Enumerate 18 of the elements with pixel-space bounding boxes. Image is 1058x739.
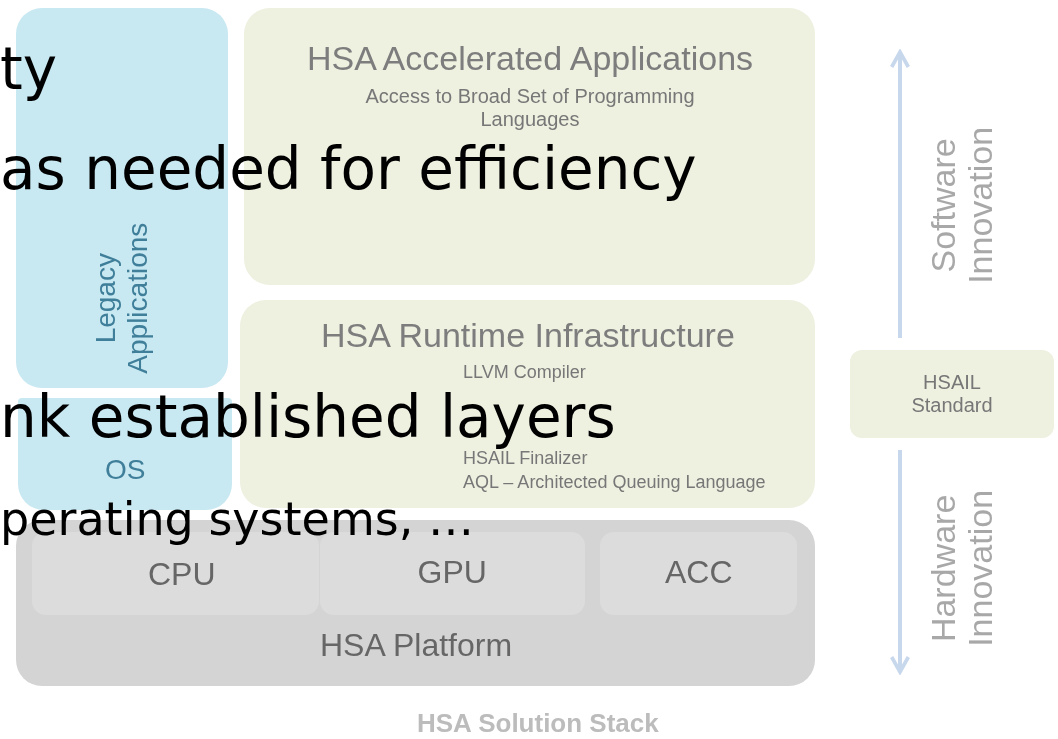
layer-title: HSAIL Standard — [910, 371, 994, 417]
layer-detail: AQL – Architected Queuing Language — [463, 471, 766, 493]
layer-title: OS — [105, 454, 146, 487]
axis-label: Hardware Innovation — [924, 488, 1000, 649]
arrow — [889, 50, 911, 338]
layer-title: HSA Platform — [320, 626, 513, 664]
arrow — [889, 450, 911, 674]
layer-title: HSA Accelerated Applications — [307, 38, 754, 78]
layer-title: HSA Runtime Infrastructure — [321, 315, 735, 355]
standard-box — [850, 350, 1054, 438]
layer-detail: Access to Broad Set of Programming Languages — [364, 85, 696, 131]
caption: HSA Solution Stack — [417, 708, 659, 739]
layer-title: GPU — [417, 553, 487, 591]
axis-label: Software Innovation — [924, 125, 1000, 286]
layer-title: CPU — [148, 555, 216, 593]
layer-title: ACC — [665, 553, 733, 591]
layer-detail: LLVM Compiler — [463, 361, 586, 383]
layer-title: Legacy Applications — [89, 221, 154, 376]
